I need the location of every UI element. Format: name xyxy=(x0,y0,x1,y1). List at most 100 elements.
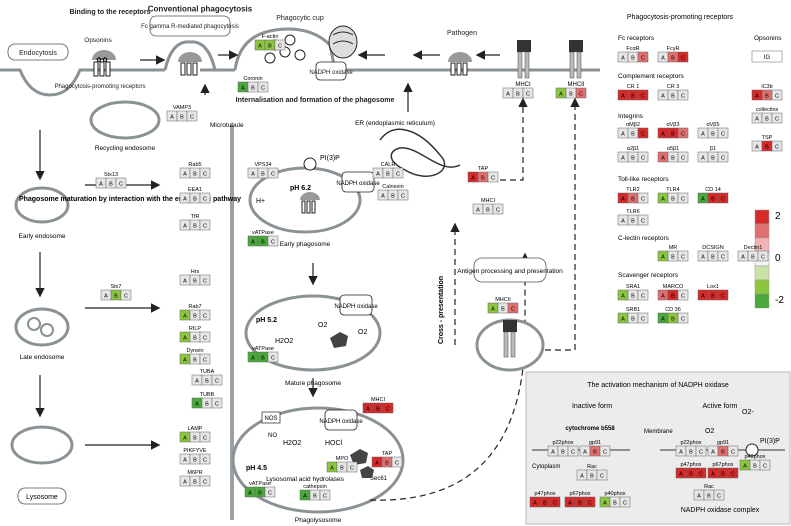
gene-label: CR 3 xyxy=(667,84,680,90)
cell-letter: C xyxy=(775,94,779,100)
cell-letter: A xyxy=(661,317,665,323)
gene-cell xyxy=(771,140,783,152)
cell-letter: C xyxy=(721,132,725,138)
endocytosis-box xyxy=(7,43,69,61)
gene-label: RILP xyxy=(189,326,202,332)
cell-letter: B xyxy=(631,317,635,323)
cell-letter: B xyxy=(631,56,635,62)
gene-label: Stx13 xyxy=(104,172,118,178)
binding-label: Binding to the receptors xyxy=(70,9,151,16)
cell-letter: C xyxy=(491,176,495,182)
legend-tick: 2 xyxy=(775,211,781,222)
gene-cell xyxy=(637,151,649,163)
nadph-cup-label: NADPH oxidase xyxy=(309,70,353,76)
cell-letter: A xyxy=(701,197,705,203)
cell-letter: B xyxy=(765,145,769,151)
gene-label: p22phox xyxy=(552,440,573,446)
cell-letter: B xyxy=(671,197,675,203)
gene-cell xyxy=(695,467,707,479)
gene-cell xyxy=(637,127,649,139)
gene-label: MR xyxy=(669,245,678,251)
gene-cell xyxy=(199,309,211,321)
gene-cell xyxy=(264,486,276,498)
fc-title: Fc receptors xyxy=(618,35,655,42)
gene-label: vATPase xyxy=(252,230,274,236)
receptors-panel-title: Phagocytosis-promoting receptors xyxy=(627,14,734,21)
cell-letter: C xyxy=(721,255,725,261)
cell-letter: C xyxy=(396,172,400,178)
cell-letter: C xyxy=(641,197,645,203)
gene-label: MHCII xyxy=(495,297,511,303)
recycling-endosome-label: Recycling endosome xyxy=(95,145,156,152)
cell-letter: B xyxy=(671,255,675,261)
endocytosis-label: Endocytosis xyxy=(19,50,57,57)
nadph-mature xyxy=(339,294,373,316)
gene-label: αMβ2 xyxy=(626,122,640,128)
cell-letter: A xyxy=(533,501,537,507)
cell-letter: C xyxy=(119,182,123,188)
gene-cell xyxy=(717,127,729,139)
gene-label: TSP xyxy=(762,135,773,141)
cell-letter: B xyxy=(193,197,197,203)
gene-label: MARCO xyxy=(663,284,684,290)
cell-letter: B xyxy=(765,117,769,123)
gene-cell xyxy=(677,289,689,301)
gene-cell xyxy=(267,351,279,363)
gene-cell xyxy=(267,167,279,179)
cell-letter: C xyxy=(717,494,721,500)
gene-label: LAMP xyxy=(188,426,203,432)
cell-letter: A xyxy=(701,156,705,162)
cell-letter: C xyxy=(386,407,390,413)
cell-letter: B xyxy=(193,480,197,486)
cell-letter: C xyxy=(124,294,128,300)
lysosome xyxy=(10,425,74,465)
gene-cell xyxy=(199,431,211,443)
phagocytic-cup-label: Phagocytic cup xyxy=(276,15,324,22)
gene-cell xyxy=(677,89,689,101)
cell-letter: C xyxy=(721,156,725,162)
gene-label: α5β1 xyxy=(667,146,679,152)
gene-cell xyxy=(492,203,504,215)
cell-letter: C xyxy=(699,450,703,456)
cell-letter: A xyxy=(183,314,187,320)
mhcii-membrane xyxy=(569,40,583,79)
mhcii-compartment xyxy=(503,320,517,332)
ig-label: IG xyxy=(764,55,771,61)
gene-cell xyxy=(695,445,707,457)
o2-panel: O2 xyxy=(705,428,714,435)
o2-label-2: O2 xyxy=(358,329,367,336)
gene-cell xyxy=(392,167,404,179)
phagocytic-cup xyxy=(163,40,217,71)
maturation-label: Phagosome maturation by interaction with… xyxy=(19,196,241,203)
cell-letter: B xyxy=(193,279,197,285)
cell-letter: A xyxy=(258,44,262,50)
cell-letter: C xyxy=(761,255,765,261)
gene-label: iC3b xyxy=(761,84,772,90)
nadph-early-label: NADPH oxidase xyxy=(336,181,380,187)
cell-letter: B xyxy=(193,314,197,320)
cell-letter: B xyxy=(765,94,769,100)
legend-swatch xyxy=(754,209,770,225)
cell-letter: A xyxy=(711,450,715,456)
h2o2-label: H2O2 xyxy=(275,338,293,345)
cell-letter: B xyxy=(590,474,594,480)
ph62: pH 6.2 xyxy=(290,185,311,192)
pi3p-panel-circle xyxy=(745,443,759,457)
